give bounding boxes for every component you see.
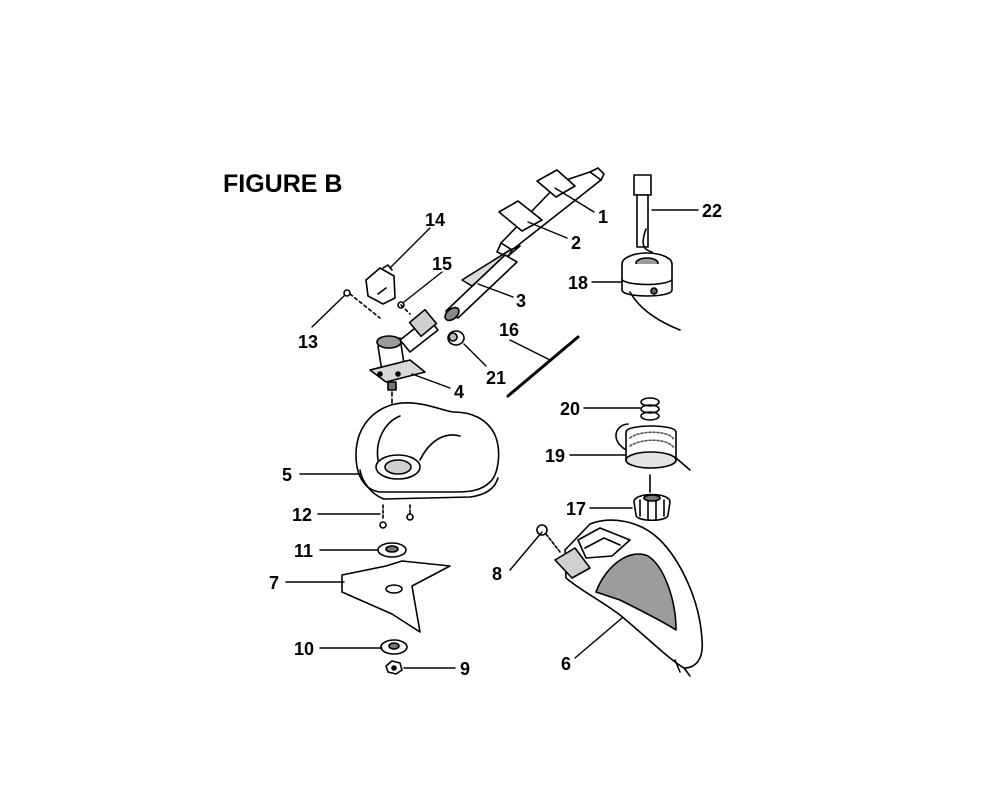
lower-shaft-tube <box>444 254 518 322</box>
callout-2: 2 <box>571 233 581 253</box>
callout-19: 19 <box>545 446 565 466</box>
rod-16 <box>506 335 580 398</box>
callout-15: 15 <box>432 254 452 274</box>
callout-11: 11 <box>294 541 313 561</box>
callout-labels: 1 2 3 4 5 6 7 8 9 10 11 12 13 14 15 16 1… <box>269 201 722 679</box>
screw-13 <box>343 289 381 319</box>
washer-11 <box>377 542 407 558</box>
shaft-decal-1 <box>536 169 576 198</box>
leader-21 <box>463 343 487 367</box>
callout-14: 14 <box>425 210 445 230</box>
callout-20: 20 <box>560 399 580 419</box>
screws-12 <box>379 504 414 529</box>
washer-10 <box>380 639 408 655</box>
callout-22: 22 <box>702 201 722 221</box>
screw-8 <box>536 524 561 553</box>
callout-16: 16 <box>499 320 519 340</box>
debris-guard <box>355 402 500 500</box>
blade-7 <box>341 560 451 633</box>
callout-13: 13 <box>298 332 318 352</box>
callout-4: 4 <box>454 382 464 402</box>
leader-3 <box>477 283 514 298</box>
callout-8: 8 <box>492 564 502 584</box>
callout-9: 9 <box>460 659 470 679</box>
spring-20 <box>640 397 660 421</box>
callout-18: 18 <box>568 273 588 293</box>
callout-3: 3 <box>516 291 526 311</box>
spacer-21 <box>447 330 465 346</box>
figure-title: FIGURE B <box>223 170 342 198</box>
bracket <box>365 264 396 305</box>
upper-shaft <box>461 167 605 287</box>
leader-13 <box>311 294 346 328</box>
leader-2 <box>527 221 568 239</box>
screw-15 <box>397 301 411 315</box>
leader-lines <box>285 187 699 669</box>
bolt-22 <box>633 174 652 248</box>
spool-19 <box>615 423 691 471</box>
gear-head <box>369 308 439 391</box>
callout-12: 12 <box>292 505 312 525</box>
callout-7: 7 <box>269 573 279 593</box>
nut-9 <box>385 660 403 675</box>
line-guard-6 <box>554 519 704 677</box>
callout-6: 6 <box>561 654 571 674</box>
callout-10: 10 <box>294 639 314 659</box>
leader-16 <box>509 339 551 361</box>
callout-5: 5 <box>282 465 292 485</box>
leader-15 <box>403 271 443 303</box>
callout-17: 17 <box>566 499 586 519</box>
callout-21: 21 <box>486 368 506 388</box>
leader-1 <box>554 187 595 213</box>
leader-14 <box>389 227 431 269</box>
callout-1: 1 <box>598 207 608 227</box>
bump-knob-17 <box>633 474 671 522</box>
leader-8 <box>509 531 543 571</box>
trimmer-head-18 <box>621 228 681 331</box>
leader-6 <box>574 617 623 659</box>
leader-4 <box>411 373 451 389</box>
parts-illustration <box>285 167 704 677</box>
